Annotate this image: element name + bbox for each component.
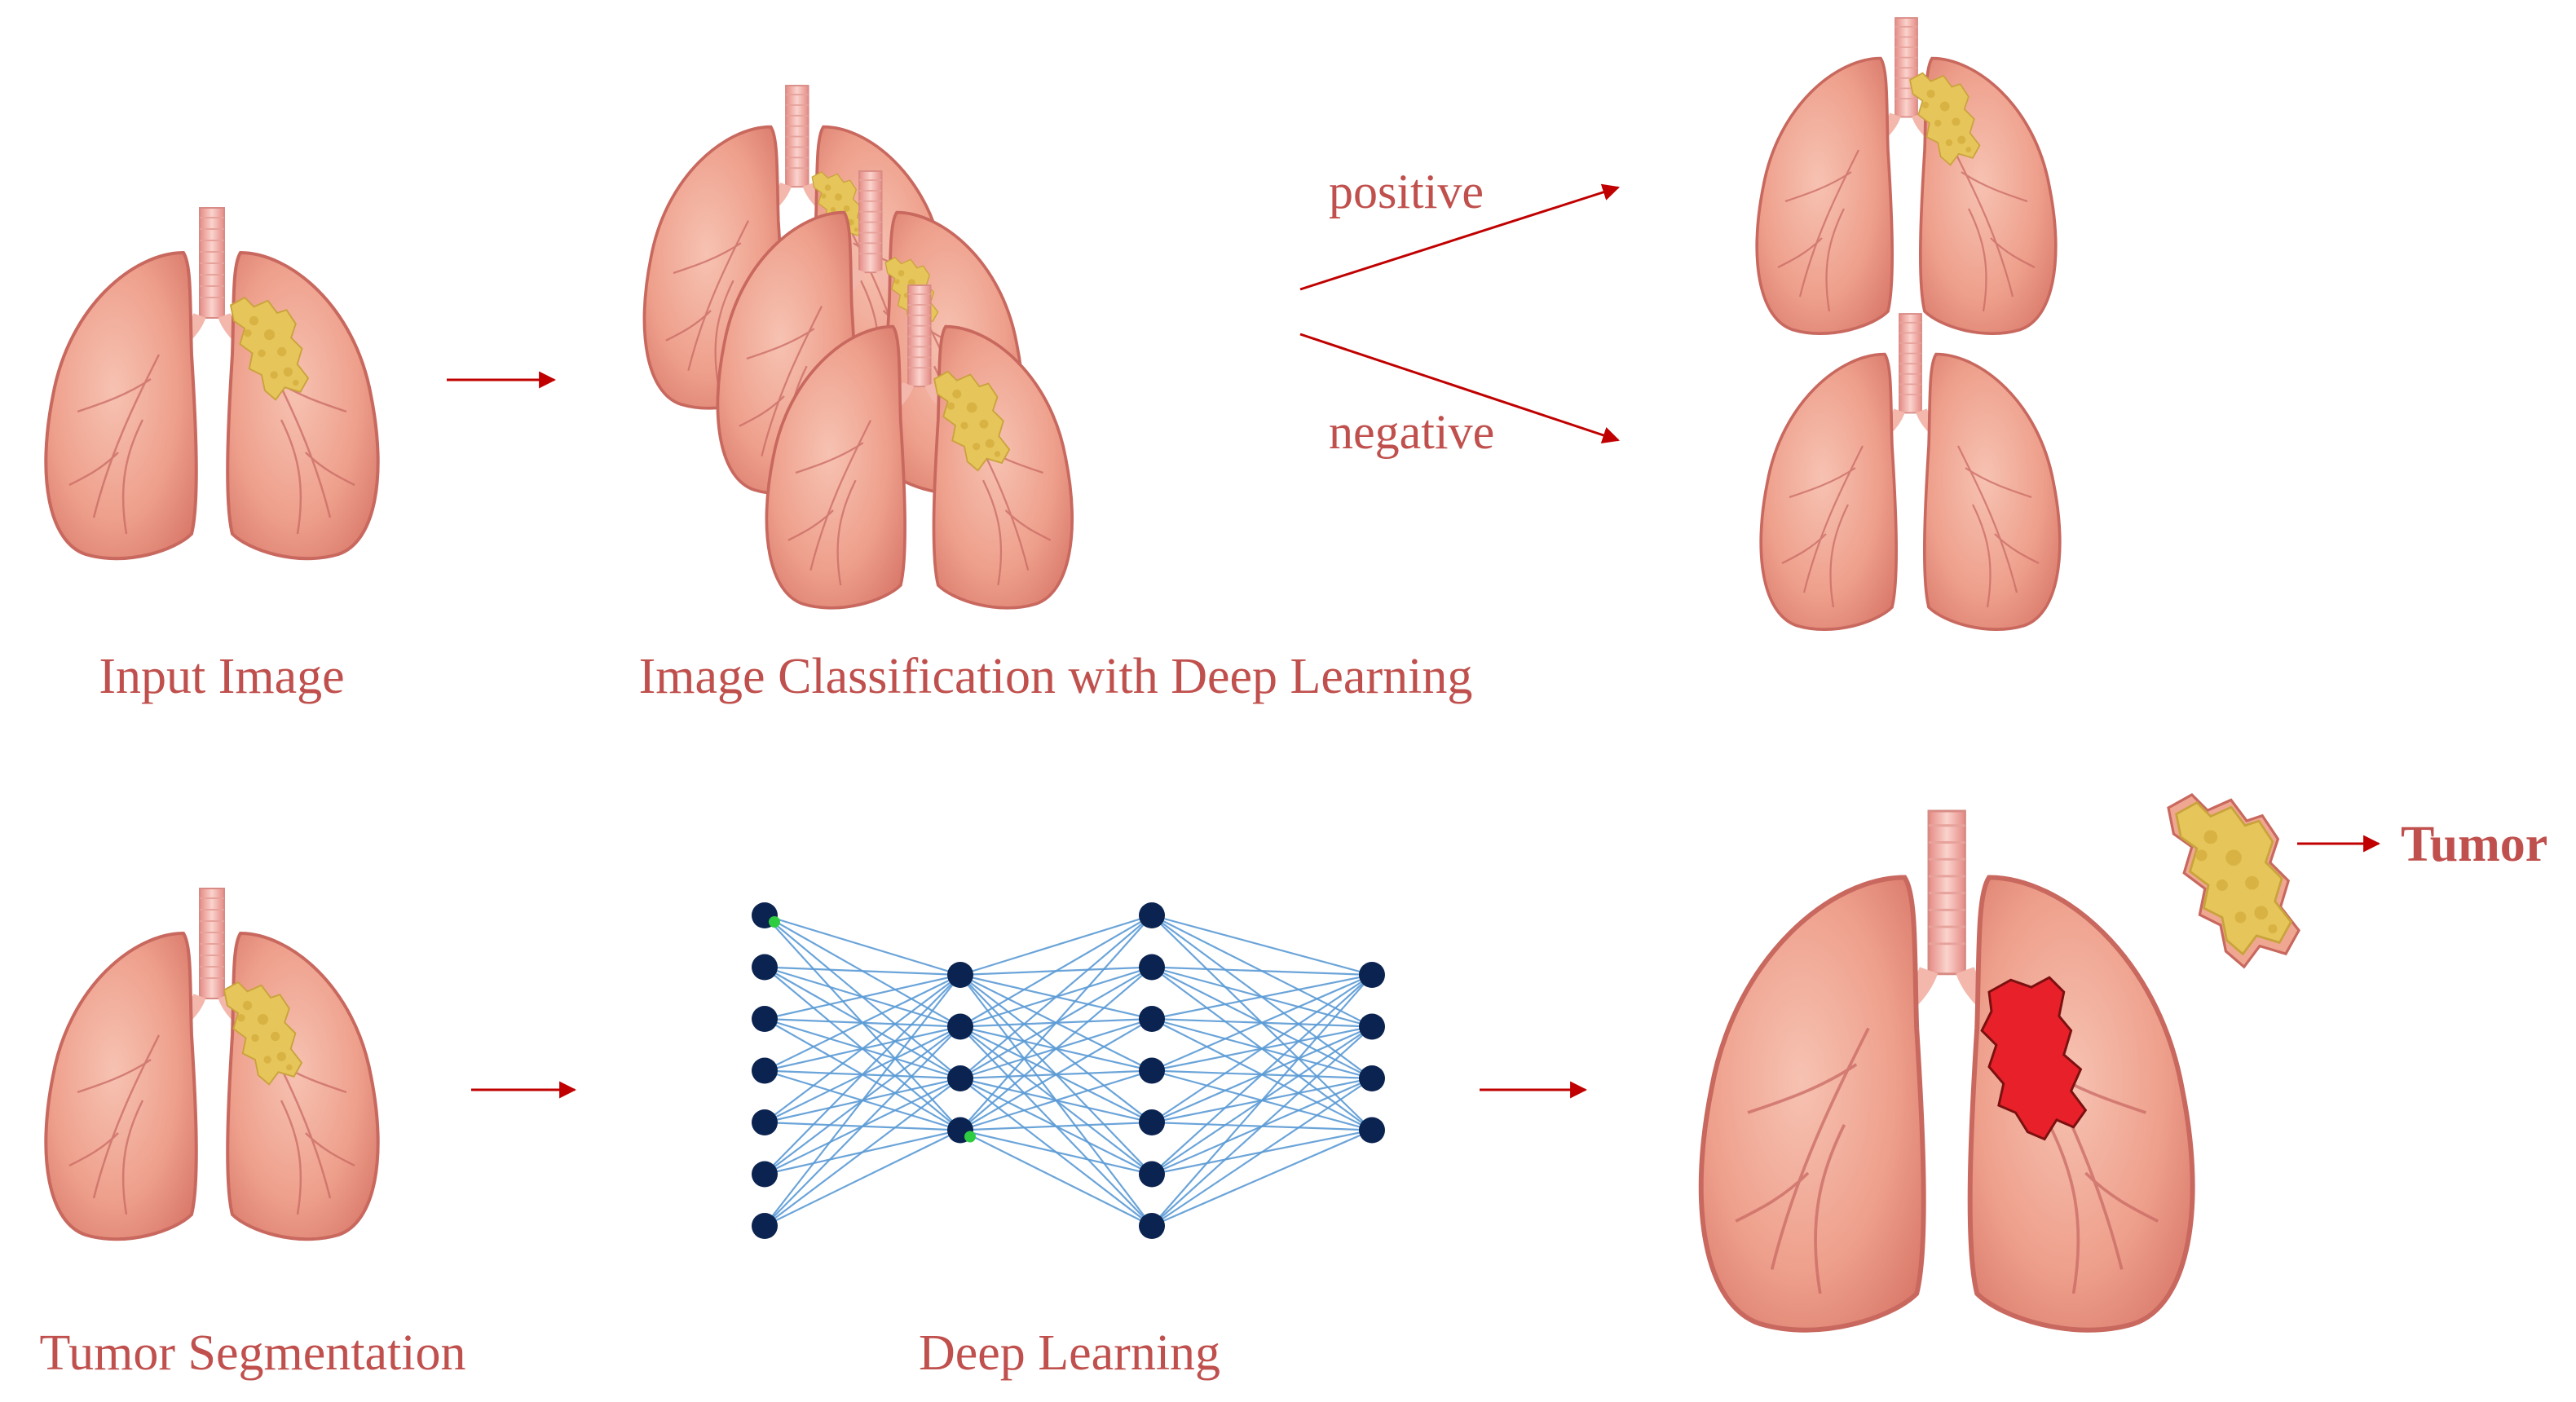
nn-edge <box>1151 1025 1373 1227</box>
nn-highlight-dot <box>964 1131 976 1143</box>
nn-edge <box>1151 974 1373 1123</box>
segmented-lungs <box>1701 811 2193 1330</box>
nn-edge <box>959 1129 1153 1175</box>
nn-node <box>1359 962 1385 988</box>
nn-edge <box>1151 966 1373 977</box>
nn-edge <box>959 915 1153 1131</box>
tumor-mask <box>1980 976 2088 1141</box>
nn-node <box>1139 902 1165 928</box>
nn-edge <box>764 973 961 1021</box>
nn-node <box>752 1057 778 1084</box>
nn-edge <box>764 974 961 1175</box>
nn-node <box>1139 1006 1165 1032</box>
nn-edge <box>959 966 1153 1131</box>
nn-node <box>752 1109 778 1135</box>
nn-edge <box>1151 973 1373 1072</box>
nn-edge <box>959 915 1153 1079</box>
nn-edge <box>764 1078 961 1227</box>
nn-edge <box>764 974 961 1072</box>
nn-edge <box>1151 1078 1373 1227</box>
nn-edge <box>764 966 961 977</box>
nn-node <box>947 1065 973 1091</box>
input-lungs <box>46 208 377 558</box>
tumor-label: Tumor <box>2401 817 2547 872</box>
arrow-negative <box>1299 333 1620 443</box>
nn-node <box>1359 1117 1385 1144</box>
arrow-positive <box>1299 183 1620 291</box>
positive-label: positive <box>1329 165 1484 218</box>
nn-node <box>1139 1213 1165 1239</box>
nn-edge <box>764 974 961 1227</box>
nn-node <box>947 1013 973 1040</box>
nn-node <box>947 962 973 988</box>
nn-edge <box>959 1018 1153 1131</box>
nn-edge <box>959 1121 1153 1131</box>
nn-node <box>1359 1065 1385 1091</box>
nn-node <box>1139 1109 1165 1135</box>
tumor-segmentation-label: Tumor Segmentation <box>39 1325 465 1381</box>
nn-edge <box>764 1025 961 1227</box>
extracted-tumor <box>2167 793 2300 969</box>
nn-edge <box>764 1129 961 1227</box>
deep-learning-label: Deep Learning <box>919 1325 1220 1381</box>
nn-edge <box>959 1129 1153 1227</box>
segmentation-input-lungs <box>46 888 377 1239</box>
nn-edge <box>1151 914 1373 977</box>
positive-lungs <box>1757 18 2056 333</box>
nn-edge <box>764 914 961 977</box>
nn-node <box>752 1161 778 1188</box>
nn-edge <box>959 914 1153 977</box>
input-image-label: Input Image <box>99 649 344 704</box>
nn-edge <box>764 974 961 1123</box>
classification-label: Image Classification with Deep Learning <box>639 649 1473 704</box>
nn-edge <box>959 1069 1153 1131</box>
nn-edge <box>1151 974 1373 1227</box>
nn-node <box>1359 1013 1385 1040</box>
negative-lungs <box>1761 314 2060 629</box>
nn-edge <box>1151 973 1373 1021</box>
nn-node <box>1139 1057 1165 1084</box>
nn-edge <box>1151 1129 1373 1228</box>
nn-node <box>752 1006 778 1032</box>
nn-highlight-dot <box>769 916 780 928</box>
classification-lungs-stack <box>644 86 1072 608</box>
nn-node <box>1139 954 1165 981</box>
nn-edge <box>959 915 1153 1028</box>
negative-label: negative <box>1329 405 1494 459</box>
nn-node <box>1139 1161 1165 1188</box>
nn-node <box>752 954 778 981</box>
nn-node <box>752 1213 778 1239</box>
neural-network <box>752 902 1385 1239</box>
nn-edge <box>1151 974 1373 1175</box>
